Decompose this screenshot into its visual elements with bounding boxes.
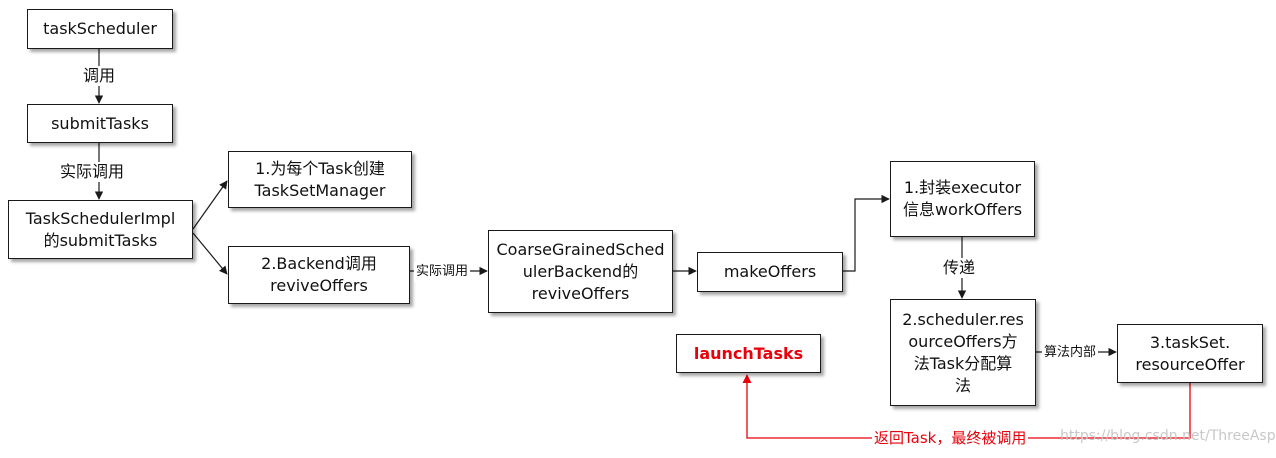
- node-res-line3: 法Task分配算: [913, 353, 1013, 373]
- node-create-line1: 1.为每个Task创建: [255, 158, 385, 178]
- edge-label-return: 返回Task，最终被调用: [872, 428, 1029, 448]
- node-make-offers: makeOffers: [697, 252, 843, 292]
- node-wrap-line2: 信息workOffers: [902, 200, 1023, 219]
- node-scheduler-impl: TaskSchedulerImpl 的submitTasks: [8, 200, 193, 259]
- edge-label-algo-inner: 算法内部: [1042, 343, 1099, 363]
- node-backend-revive: 2.Backend调用 reviveOffers: [228, 246, 410, 304]
- node-taskset-line1: 3.taskSet.: [1149, 332, 1231, 352]
- edge-makeoffers-to-wrap: [843, 194, 890, 272]
- node-task-scheduler-text: taskScheduler: [43, 19, 157, 38]
- node-res-line1: 2.scheduler.res: [902, 309, 1024, 329]
- node-taskset-resource-offer: 3.taskSet. resourceOffer: [1117, 324, 1263, 383]
- edge-label-actual-call-2: 实际调用: [414, 262, 471, 282]
- node-create-tasksetmanager: 1.为每个Task创建 TaskSetManager: [228, 151, 412, 208]
- node-coarse-line2: ulerBackend的: [522, 261, 639, 281]
- node-launch-tasks: launchTasks: [676, 334, 821, 373]
- node-backend-line2: reviveOffers: [270, 276, 368, 295]
- node-taskset-line2: resourceOffer: [1135, 354, 1245, 374]
- node-scheduler-impl-line1: TaskSchedulerImpl: [25, 208, 176, 228]
- edge-label-call: 调用: [81, 66, 118, 86]
- node-create-line2: TaskSetManager: [254, 180, 386, 200]
- node-wrap-executor: 1.封装executor 信息workOffers: [890, 161, 1035, 237]
- node-make-offers-text: makeOffers: [723, 262, 817, 281]
- node-wrap-line1: 1.封装executor: [903, 178, 1022, 197]
- node-submit-tasks-text: submitTasks: [51, 113, 149, 133]
- node-coarse-grained-backend: CoarseGrainedSched ulerBackend的 reviveOf…: [488, 230, 673, 313]
- node-res-line4: 法: [954, 375, 971, 395]
- node-task-scheduler: taskScheduler: [27, 9, 173, 49]
- node-coarse-line1: CoarseGrainedSched: [496, 239, 665, 259]
- watermark: https://blog.csdn.net/ThreeAspects: [1060, 428, 1276, 444]
- node-scheduler-impl-line2: 的submitTasks: [43, 230, 158, 250]
- node-backend-line1: 2.Backend调用: [261, 254, 377, 273]
- edge-label-actual-call-1: 实际调用: [58, 162, 127, 182]
- edge-label-pass: 传递: [941, 258, 978, 278]
- node-launch-tasks-text: launchTasks: [693, 343, 804, 363]
- node-coarse-line3: reviveOffers: [531, 283, 630, 303]
- node-res-line2: ourceOffers方: [908, 331, 1018, 351]
- edge-impl-to-create: [192, 180, 228, 230]
- node-resource-offers: 2.scheduler.res ourceOffers方 法Task分配算 法: [890, 299, 1036, 406]
- node-submit-tasks: submitTasks: [27, 104, 173, 143]
- edge-impl-to-backend: [192, 232, 228, 275]
